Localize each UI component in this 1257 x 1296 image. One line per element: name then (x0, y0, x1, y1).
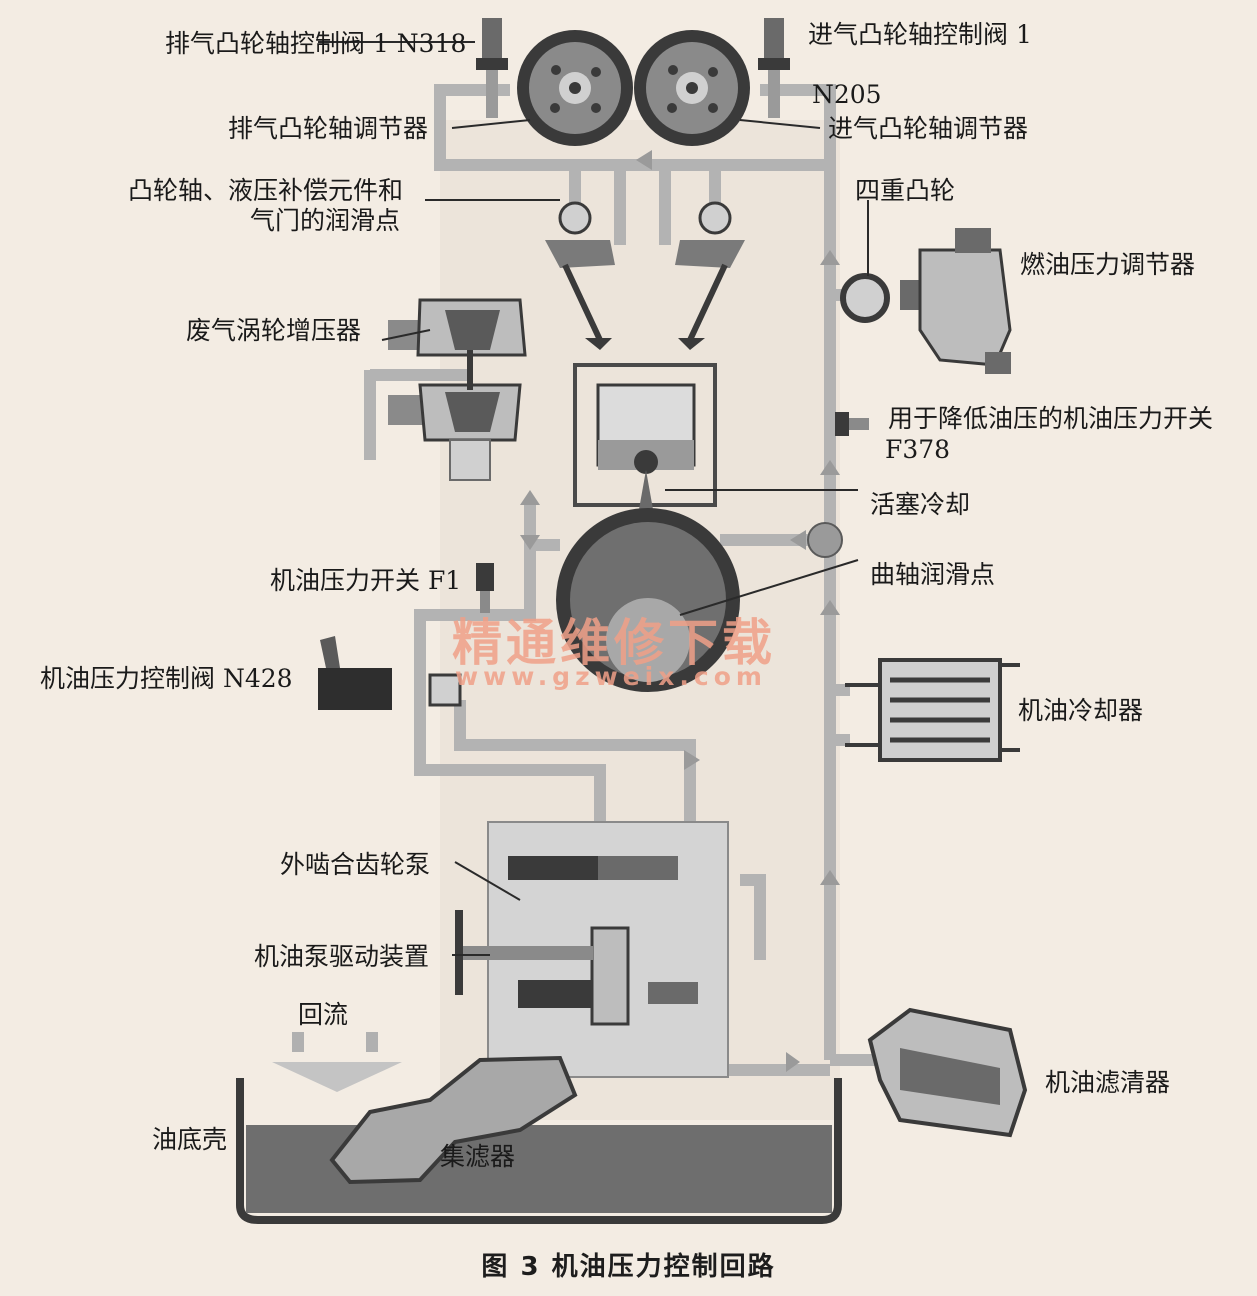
label-oil-pressure-switch: 机油压力开关 F1 (270, 566, 462, 595)
oil-filter-shape (867, 1007, 1028, 1138)
label-oil-pan: 油底壳 (152, 1125, 228, 1154)
crankshaft (556, 508, 843, 692)
label-low-pressure-switch-code: F378 (885, 435, 951, 464)
label-return-flow: 回流 (298, 1000, 349, 1029)
label-lube-points-line2: 气门的润滑点 (250, 206, 401, 235)
label-fuel-pressure-regulator: 燃油压力调节器 (1020, 250, 1196, 279)
label-exhaust-cam-valve: 排气凸轮轴控制阀 1 N318 (165, 29, 467, 58)
watermark-text: 精通维修下载 (452, 614, 776, 672)
pressure-switch-f1-shape (476, 563, 494, 613)
label-pump-drive: 机油泵驱动装置 (254, 942, 430, 971)
label-piston-cooling: 活塞冷却 (870, 490, 971, 519)
gear-pump-shape (455, 821, 729, 1078)
label-quad-cam: 四重凸轮 (855, 176, 956, 205)
valve-train (545, 201, 745, 350)
intake-cam-control-valve-shape (758, 18, 790, 118)
oil-pan-shape (236, 1055, 842, 1224)
pressure-switch-f378-shape (835, 412, 869, 436)
label-oil-pressure-control-valve: 机油压力控制阀 N428 (40, 664, 293, 693)
turbocharger-shape (388, 298, 527, 481)
label-oil-filter: 机油滤清器 (1045, 1068, 1171, 1097)
intake-cam-adjuster-gear (634, 30, 750, 146)
label-exhaust-cam-adjuster: 排气凸轮轴调节器 (228, 114, 429, 143)
control-valve-n428-shape (318, 636, 462, 710)
label-intake-cam-valve-code: N205 (812, 80, 882, 109)
exhaust-cam-control-valve-shape (476, 18, 508, 118)
return-flow-arrow (272, 1032, 402, 1092)
fuel-pump-shape (840, 228, 1012, 374)
leader-lines (318, 41, 869, 956)
label-oil-cooler: 机油冷却器 (1018, 696, 1144, 725)
label-gear-pump: 外啮合齿轮泵 (280, 850, 431, 879)
label-lube-points-line1: 凸轮轴、液压补偿元件和 (128, 176, 404, 205)
label-crank-lube-point: 曲轴润滑点 (870, 560, 996, 589)
label-turbocharger: 废气涡轮增压器 (186, 316, 362, 345)
watermark-url: www.gzweix.com (455, 662, 767, 691)
label-intake-cam-adjuster: 进气凸轮轴调节器 (828, 114, 1029, 143)
oil-cooler-shape (845, 658, 1020, 762)
label-low-pressure-switch: 用于降低油压的机油压力开关 (888, 404, 1214, 433)
exhaust-cam-adjuster-gear (517, 30, 633, 146)
label-intake-cam-valve: 进气凸轮轴控制阀 1 (808, 20, 1032, 49)
figure-caption: 图 3 机油压力控制回路 (481, 1252, 776, 1282)
label-strainer: 集滤器 (440, 1142, 516, 1171)
